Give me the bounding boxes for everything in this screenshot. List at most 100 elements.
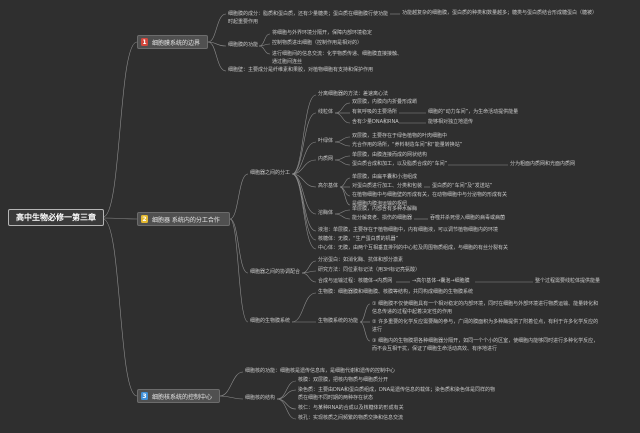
subtopic-detail[interactable]: 是细胞内膜泡运输的枢纽 <box>352 201 408 207</box>
subtopic-centrosome[interactable]: 中心体：无膜，由两个互相垂直排列的中心粒及周围物质组成，与细胞的有丝分裂有关 <box>318 245 509 251</box>
connector-line <box>339 186 351 197</box>
subtopic-detail[interactable]: 单层膜，内部含有多种水解酶 <box>352 206 418 212</box>
subtopic-detail[interactable]: 能分解衰老、损伤的细胞器 <box>352 215 413 221</box>
connector-line <box>258 43 271 47</box>
subtopic-detail[interactable]: 合成与运输过程：核糖体→内质网 <box>318 278 393 284</box>
connector-line <box>102 218 138 397</box>
connector-line <box>334 112 351 124</box>
connector-line <box>334 209 351 215</box>
subtopic-organelle-cooperation[interactable]: 细胞器之间的协调配合 <box>250 269 301 275</box>
subtopic-vacuole[interactable]: 液泡：单层膜，主要存在于植物细胞中，内有细胞液，可以调节植物细胞内的环境 <box>318 227 499 233</box>
subtopic-note[interactable]: 细胞的“动力车间”，为生命活动提供能量 <box>428 109 519 115</box>
connector-line <box>334 141 351 147</box>
subtopic-detail[interactable]: 光合作用的场所，“养料制造车间”和“能量转换站” <box>352 142 463 148</box>
subtopic-organelle-division[interactable]: 细胞器之间的分工 <box>250 170 291 176</box>
subtopic-nucleus-structure[interactable]: 细胞核的结构 <box>245 395 276 401</box>
connector-line <box>291 112 317 175</box>
subtopic-endoplasmic-reticulum[interactable]: 内质网 <box>318 156 334 162</box>
connector-line <box>229 173 249 220</box>
subtopic-detail[interactable]: 核膜：双层膜，把核内物质与细胞质分开 <box>298 377 389 383</box>
connector-line <box>102 41 138 218</box>
subtopic-chloroplast[interactable]: 叶绿体 <box>318 138 334 144</box>
connector-line <box>291 173 317 250</box>
subtopic-detail[interactable]: ① 细胞膜不仅使细胞具有一个相对稳定的内部环境，同时在细胞与外部环境进行物质运输… <box>372 301 599 315</box>
subtopic-detail[interactable]: 有氧呼吸的主要场所 <box>352 109 398 115</box>
subtopic-cell-wall[interactable]: 细胞壁：主要成分是纤维素和果胶，对植物细胞有支持和保护作用 <box>228 67 374 73</box>
subtopic-membrane-functions[interactable]: 细胞膜的功能 <box>228 42 259 48</box>
connector-line <box>207 41 227 72</box>
subtopic-detail[interactable]: ② 许多重要的化学反应需要酶的参与，广阔的膜面积为多种酶提供了附着位点，有利于许… <box>372 319 599 333</box>
subtopic-golgi[interactable]: 高尔基体 <box>318 183 339 189</box>
subtopic-detail[interactable]: 研究方法：同位素标记法（用3H标记亮氨酸） <box>318 267 420 273</box>
number-2-badge-icon: 2 <box>141 215 148 223</box>
connector-line <box>334 159 351 166</box>
subtopic-nucleus-function[interactable]: 细胞核的功能：细胞核是遗传信息库，是细胞代谢和遗传的控制中心 <box>245 368 396 374</box>
connector-line <box>334 102 351 114</box>
subtopic-detail[interactable]: 含有少量DNA和RNA <box>352 119 399 125</box>
subtopic-detail[interactable]: 生物膜：细胞器膜和细胞膜、核膜等结构，共同构成细胞的生物膜系统 <box>318 289 474 295</box>
branch-topic-nucleus[interactable]: 3 细胞核系统的控制中心 <box>137 389 220 403</box>
connector-line <box>276 380 297 400</box>
branch-topic-title: 细胞核系统的控制中心 <box>152 393 213 401</box>
subtopic-detail[interactable]: 分泌蛋白：如消化酶、抗体和部分激素 <box>318 257 404 263</box>
connector-line <box>258 45 271 55</box>
subtopic-detail[interactable]: 核仁：与某种RNA的合成以及核糖体的形成有关 <box>298 405 404 411</box>
subtopic-detail[interactable]: 单层膜，由扁平囊和小泡组成 <box>352 174 418 180</box>
connector-line <box>291 159 317 175</box>
branch-topic-organelles[interactable]: 2 细胞器 系统内的分工合作 <box>137 212 230 226</box>
connector-line <box>301 270 317 274</box>
subtopic-detail[interactable]: ③ 细胞内的生物膜把各种细胞器分隔开，如同一个个小的区室，使细胞内能够同时进行多… <box>372 338 599 352</box>
connector-line <box>291 173 317 232</box>
subtopic-step[interactable]: 整个过程需要线粒体提供能量 <box>535 278 601 284</box>
connector-line <box>334 155 351 161</box>
subtopic-note[interactable]: 蛋白质的“车间”及“发送站” <box>432 183 493 189</box>
connector-line <box>276 389 297 400</box>
connector-line <box>207 41 227 47</box>
connector-line <box>291 173 317 241</box>
connector-line <box>301 272 317 283</box>
subtopic-detail[interactable]: 在植物细胞中与细胞壁的形成有关，在动物细胞中与分泌物的形成有关 <box>352 192 508 198</box>
branch-topic-title: 细胞器 系统内的分工合作 <box>152 216 220 224</box>
subtopic-detail[interactable]: 核孔：实现核质之间频繁的物质交换和信息交流 <box>298 415 404 421</box>
root-topic-title: 高中生物必修一第三章 <box>16 213 96 222</box>
connector-line <box>291 173 317 188</box>
connector-line <box>339 186 351 206</box>
subtopic-function-item[interactable]: 将细胞与外界环境分隔开，保障内部环境稳定 <box>272 30 373 36</box>
connector-line <box>359 321 371 342</box>
subtopic-membrane-composition[interactable]: 细胞膜的成分：脂质和蛋白质，还有少量糖类；蛋白质在细胞膜行使功能时起重要作用 <box>228 11 389 25</box>
subtopic-detail[interactable]: 双层膜，内膜向内折叠形成嵴 <box>352 99 418 105</box>
connector-line <box>276 398 297 410</box>
subtopic-membrane-composition-note[interactable]: 功能越复杂的细胞膜，蛋白质的种类和数量越多；糖类与蛋白质结合形成糖蛋白（糖被） <box>402 10 598 16</box>
subtopic-biomembrane-functions[interactable]: 生物膜系统的功能 <box>318 318 359 324</box>
connector-line <box>276 398 297 420</box>
subtopic-ribosome[interactable]: 核糖体：无膜，“生产蛋白质的机器” <box>318 236 399 242</box>
connector-line <box>291 141 317 175</box>
root-topic[interactable]: 高中生物必修一第三章 <box>8 209 104 226</box>
connector-line <box>207 13 227 43</box>
subtopic-biomembrane-system[interactable]: 细胞的生物膜系统 <box>250 318 291 324</box>
connector-line <box>229 218 249 274</box>
subtopic-note[interactable]: 能够相对独立地遗传 <box>428 119 474 125</box>
subtopic-detail[interactable]: 单层膜，由膜连接而成的网状结构 <box>352 152 428 158</box>
subtopic-note[interactable]: 吞噬并杀死侵入细胞的病毒或病菌 <box>430 215 506 221</box>
branch-topic-membrane[interactable]: 1 细胞膜系统的边界 <box>137 35 208 49</box>
number-1-badge-icon: 1 <box>141 38 148 46</box>
connector-line <box>334 136 351 143</box>
connector-line <box>229 218 249 323</box>
connector-line <box>291 94 317 175</box>
subtopic-detail[interactable]: 染色质：主要由DNA和蛋白质组成，DNA是遗传信息的载体；染色质和染色体是同样的… <box>298 387 496 401</box>
connector-line <box>219 371 244 397</box>
subtopic-note[interactable]: 分为粗面内质网和光面内质网 <box>510 161 576 167</box>
subtopic-detail[interactable]: 对蛋白质进行加工、分类和包装 <box>352 183 423 189</box>
subtopic-step[interactable]: →高尔基体→囊泡→细胞膜 <box>412 278 470 284</box>
subtopic-mitochondria[interactable]: 线粒体 <box>318 109 334 115</box>
subtopic-separation-method[interactable]: 分离细胞器的方法：差速离心法 <box>318 91 389 97</box>
subtopic-function-item[interactable]: 控制物质进出细胞（控制作用是相对的） <box>272 40 363 46</box>
subtopic-function-item[interactable]: 进行细胞间的信息交流：化学物质传递、细胞膜直接接触、通过胞间连丝 <box>272 51 403 65</box>
subtopic-detail[interactable]: 蛋白质合成和加工，以及脂质合成的“车间” <box>352 161 448 167</box>
subtopic-detail[interactable]: 双层膜，主要存在于绿色植物的叶肉细胞中 <box>352 133 448 139</box>
subtopic-lysosome[interactable]: 溶酶体 <box>318 210 334 216</box>
connector-line <box>339 177 351 188</box>
